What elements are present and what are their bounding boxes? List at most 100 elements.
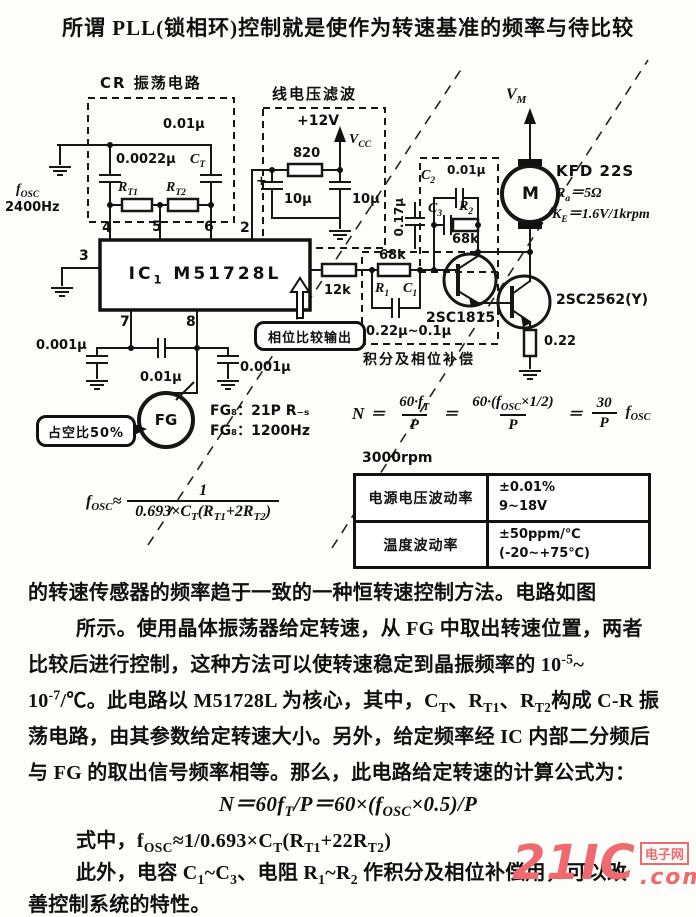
vm-arrowhead [524, 108, 536, 124]
motor-model-label: KFD 22S [556, 162, 635, 180]
fg-spec-line1: FG₈：21P R₋ₛ [210, 403, 310, 419]
resistor-022-label: 0.22 [544, 334, 577, 349]
wire-feedback-section [433, 197, 531, 271]
cap-001-cr-label: 0.01μ [163, 117, 205, 132]
frac1-denominator: P [401, 413, 427, 434]
resistor-rt1-label: RT1 [118, 180, 138, 198]
cap-0001-left-label: 0.001μ [36, 338, 87, 353]
resistor-022 [522, 328, 538, 358]
table-value-line: ±0.01% [499, 480, 555, 495]
leader-diagonal-line [147, 67, 463, 546]
transistor-2sc2562-circle [496, 274, 552, 330]
fosc-formula-denominator: 0.693×CT(RT1+2RT2) [127, 500, 280, 524]
motor-ra-label: Ra＝5Ω [556, 186, 602, 204]
resistor-68k-label: 68k [379, 248, 406, 263]
frac2-numerator: 60·(fOSC×1/2) [472, 394, 554, 413]
ic-pin-5: 5 [152, 219, 162, 235]
cap-0022-label: 0.0022μ [116, 152, 176, 167]
resistor-r1-label: R1 [375, 281, 390, 299]
resistor-68k [376, 262, 412, 278]
integration-box-title: 积分及相位补偿 [363, 352, 475, 368]
ground-symbol [217, 380, 239, 390]
fosc-value: 2400Hz [5, 200, 60, 215]
resistor-rt2-label: RT2 [166, 180, 186, 198]
fg-slash [175, 381, 195, 401]
ic-pin-3: 3 [79, 248, 89, 264]
ic-m51728l: IC1 M51728L [100, 240, 310, 310]
ic-pin-6: 6 [204, 219, 214, 235]
motor-m-label: M [522, 184, 539, 204]
frac3-denominator: P [591, 412, 617, 432]
fosc-formula-lhs: fOSC≈ [86, 492, 122, 514]
equals-sign: ＝ [443, 407, 459, 424]
cap-001-mid-label: 0.01μ [140, 370, 182, 385]
body-paragraph-line: 的转速传感器的频率趋于一致的一种恒转速控制方法。电路如图 [28, 582, 597, 604]
spec-table: 电源电压波动率 ±0.01% 9~18V 温度波动率 ±50ppm/℃ (-20… [353, 473, 651, 570]
cap-c3-label: C3 [428, 201, 443, 219]
fg-label: FG [154, 411, 178, 429]
resistor-rt2 [166, 197, 200, 213]
frac1-numerator: 60·fT [399, 394, 430, 413]
table-row: 电源电压波动率 ±0.01% 9~18V [353, 473, 651, 523]
ic-pin-7: 7 [120, 314, 130, 330]
cap-0001-right-label: 0.001μ [240, 360, 291, 375]
body-center-formula: N＝60fT/P＝60×(fOSC×0.5)/P [218, 792, 478, 821]
table-cell-label: 电源电压波动率 [353, 473, 489, 523]
ic-pin-4: 4 [102, 220, 112, 236]
ic-pin-8: 8 [186, 314, 196, 330]
resistor-12k-label: 12k [324, 283, 351, 298]
cr-box-title: CR 振荡电路 [100, 74, 202, 92]
n-formula-frac2: 60·(fOSC×1/2) P [464, 394, 561, 434]
fosc-formula-numerator: 1 [199, 482, 208, 499]
ic-pin-2: 2 [240, 220, 250, 236]
resistor-rt1 [120, 197, 154, 213]
watermark-tag: 电子网 [639, 842, 689, 865]
motor-ke-label: KE＝1.6V/1krpm [552, 207, 650, 225]
phase-output-callout: 相位比较输出 [254, 321, 366, 351]
transistor-2sc2562-label: 2SC2562(Y) [556, 292, 648, 308]
ic-label: IC1 M51728L [128, 263, 282, 287]
intro-paragraph: 所谓 PLL(锁相环)控制就是使作为转速基准的频率与待比较 [62, 16, 635, 40]
ground-symbol [329, 230, 351, 240]
watermark-logo-text: 21IC [512, 835, 636, 891]
resistor-820 [286, 162, 324, 178]
plus-12v-label: +12V [297, 113, 340, 129]
resistor-r2-value: 68k [452, 232, 479, 247]
cap-range-label: 0.22μ~0.1μ [366, 324, 452, 339]
body-paragraph-line: 式中，fOSC≈1/0.693×CT(RT1+22RT2) [76, 830, 392, 855]
fosc-label: fOSC [16, 182, 40, 200]
fosc-formula-fraction: 1 0.693×CT(RT1+2RT2) [127, 482, 280, 524]
watermark-dotcom: .com [639, 865, 696, 890]
n-formula: N ＝ 60·fT P ＝ 60·(fOSC×1/2) P ＝ 30 P fOS… [352, 394, 650, 434]
watermark-21ic: 21IC 电子网 .com [512, 835, 696, 891]
cap-10u-right-label: 10μ [352, 192, 380, 207]
vcc-arrowhead [334, 126, 346, 142]
cap-017-label: 0.17μ [392, 198, 406, 237]
equals-sign: ＝ [567, 407, 583, 424]
cr-oscillator-dashed-box [87, 97, 235, 223]
body-paragraph-line: 善控制系统的特性。 [28, 894, 211, 916]
emitter-arrowhead [469, 297, 479, 307]
fg-circle [137, 391, 195, 449]
wire-ic-section [61, 267, 229, 394]
filter-box-title: 线电压滤波 [272, 85, 358, 103]
equals-sign: ＝ [370, 407, 386, 424]
ground-symbol [519, 370, 541, 380]
table-value-line: (-20~+75℃) [499, 545, 590, 561]
body-paragraph-line: 与 FG 的取出信号频率相等。那么，此电路给定转速的计算公式为： [28, 762, 636, 784]
resistor-820-label: 820 [293, 146, 321, 161]
table-value-line: 9~18V [499, 498, 548, 514]
resistor-r2-68k [451, 217, 480, 233]
circuit-wiring [49, 59, 649, 549]
body-paragraph-line: 荡电路，由其参数给定转速大小。另外，给定频率经 IC 内部二分频后 [28, 726, 651, 748]
wire-motor-supply [414, 117, 531, 249]
n-formula-lhs: N [352, 403, 365, 423]
frac3-numerator: 30 [596, 395, 612, 412]
body-paragraph-line: 10-7/℃。此电路以 M51728L 为核心，其中，CT、RT1、RT2构成 … [28, 687, 660, 715]
ground-symbol [86, 380, 108, 390]
duty-cycle-text: 占空比50% [47, 425, 125, 441]
line-filter-dashed-box [262, 107, 386, 249]
cap-10u-left-label: 10μ [284, 192, 312, 207]
table-cell-label: 温度波动率 [353, 519, 489, 570]
